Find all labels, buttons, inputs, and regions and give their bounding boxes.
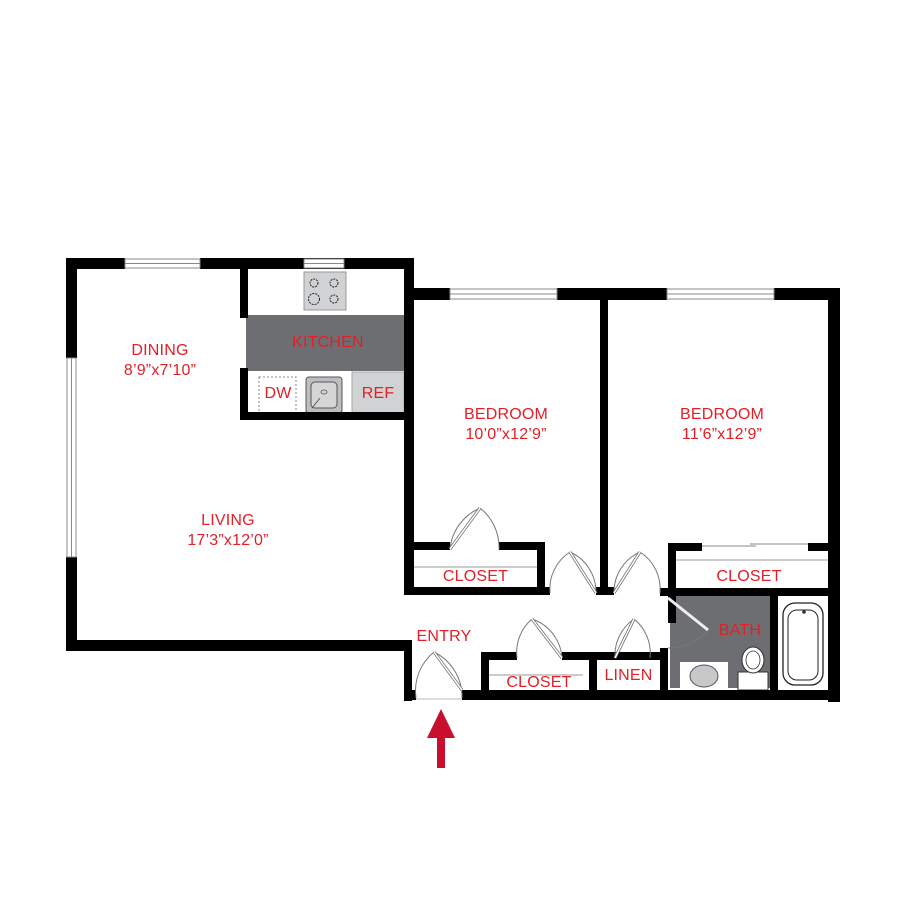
bathtub-icon — [778, 597, 828, 688]
room-label-entry: ENTRY — [416, 628, 472, 645]
room-label-closet-2: CLOSET — [716, 568, 782, 585]
sink-icon — [305, 376, 343, 414]
room-name: BEDROOM — [679, 406, 765, 423]
room-name: LIVING — [201, 512, 255, 529]
kitchen-floor — [246, 315, 408, 371]
dishwasher-label: DW — [264, 385, 292, 402]
room-label-bedroom-1: BEDROOM 10’0”x12’9” — [446, 405, 566, 445]
room-name: BEDROOM — [463, 406, 549, 423]
vanity-sink-icon — [680, 662, 728, 690]
room-dimensions: 10’0”x12’9” — [465, 426, 547, 443]
room-label-closet-3: CLOSET — [506, 674, 572, 691]
windows — [66, 258, 775, 558]
refrigerator-label: REF — [361, 385, 395, 402]
entry-arrow-icon — [427, 709, 455, 768]
room-label-dining: DINING 8’9”x7’10” — [100, 341, 220, 381]
room-label-kitchen: KITCHEN — [258, 333, 398, 353]
room-label-bedroom-2: BEDROOM 11’6”x12’9” — [662, 405, 782, 445]
room-label-closet-1: CLOSET — [442, 568, 509, 585]
room-name: DINING — [131, 342, 189, 359]
room-dimensions: 8’9”x7’10” — [123, 362, 197, 379]
doors — [415, 507, 808, 700]
room-label-bath: BATH — [718, 622, 762, 639]
room-dimensions: 17’3”x12’0” — [187, 532, 269, 549]
dishwasher-outline — [258, 376, 297, 414]
toilet-icon — [737, 646, 769, 691]
room-label-linen: LINEN — [604, 667, 653, 684]
room-name: KITCHEN — [292, 334, 364, 351]
room-label-living: LIVING 17’3”x12’0” — [168, 511, 288, 551]
room-dimensions: 11’6”x12’9” — [681, 426, 763, 443]
stove-icon — [303, 271, 347, 311]
walls — [66, 258, 840, 702]
